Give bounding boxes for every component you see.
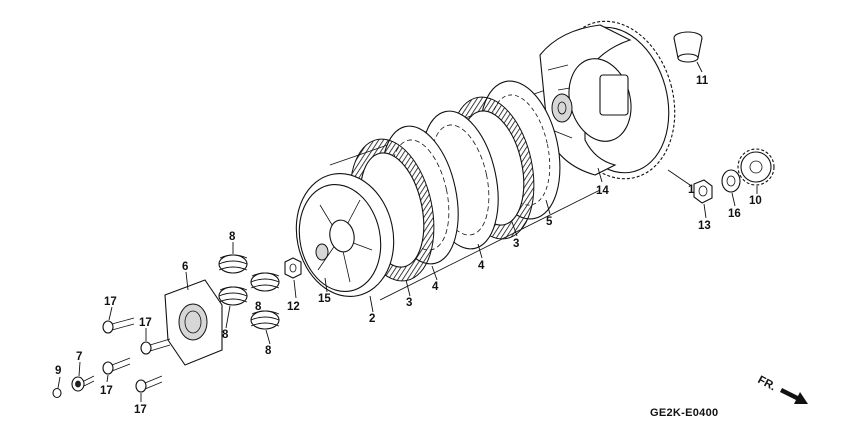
small-washer — [71, 375, 95, 392]
callout-17: 17 — [134, 404, 147, 416]
callout-11: 11 — [696, 75, 709, 87]
clutch-outer-housing — [539, 20, 676, 180]
clutch-springs — [218, 254, 280, 330]
callout-8: 8 — [265, 345, 272, 357]
callout-5: 5 — [546, 216, 553, 228]
lock-nut — [693, 179, 713, 204]
direction-label: FR. — [756, 374, 778, 393]
callouts: 1 2 3 3 4 4 5 6 7 8 8 8 8 9 10 11 12 13 … — [55, 75, 762, 416]
bolt-c — [102, 357, 131, 375]
bolts — [102, 317, 171, 393]
callout-17: 17 — [139, 317, 152, 329]
bolt-b — [140, 338, 171, 355]
callout-3: 3 — [513, 238, 519, 250]
callout-16: 16 — [728, 208, 741, 220]
bolt-a — [102, 317, 135, 334]
front-direction-indicator: FR. — [756, 374, 808, 404]
callout-4: 4 — [478, 260, 485, 272]
callout-4: 4 — [432, 281, 439, 293]
callout-10: 10 — [749, 195, 762, 207]
front-arrow-icon — [780, 388, 808, 404]
bolt-d — [135, 375, 163, 393]
spring-c — [218, 286, 248, 306]
spring-a — [218, 254, 248, 274]
clutch-lifter — [284, 257, 302, 279]
callout-8: 8 — [229, 231, 236, 243]
washer — [721, 169, 741, 193]
callout-8: 8 — [222, 329, 229, 341]
small-screw — [52, 387, 62, 399]
callout-8: 8 — [255, 301, 262, 313]
callout-2: 2 — [369, 313, 375, 325]
clutch-center-pressure-plate — [295, 172, 395, 298]
callout-3: 3 — [406, 297, 412, 309]
callout-14: 14 — [596, 185, 609, 197]
diagram-code: GE2K-E0400 — [650, 407, 718, 419]
primary-drive-gear — [737, 148, 775, 186]
callout-17: 17 — [100, 385, 113, 397]
bushing — [673, 31, 703, 63]
callout-17: 17 — [104, 296, 117, 308]
callout-15: 15 — [318, 293, 331, 305]
callout-12: 12 — [287, 301, 300, 313]
callout-1: 1 — [688, 184, 695, 196]
leader-lines — [57, 61, 758, 402]
callout-6: 6 — [182, 261, 188, 273]
callout-7: 7 — [76, 351, 82, 363]
spring-b — [250, 272, 280, 292]
callout-13: 13 — [698, 220, 711, 232]
spring-d — [250, 310, 280, 330]
callout-9: 9 — [55, 365, 61, 377]
lifter-plate — [164, 279, 223, 366]
